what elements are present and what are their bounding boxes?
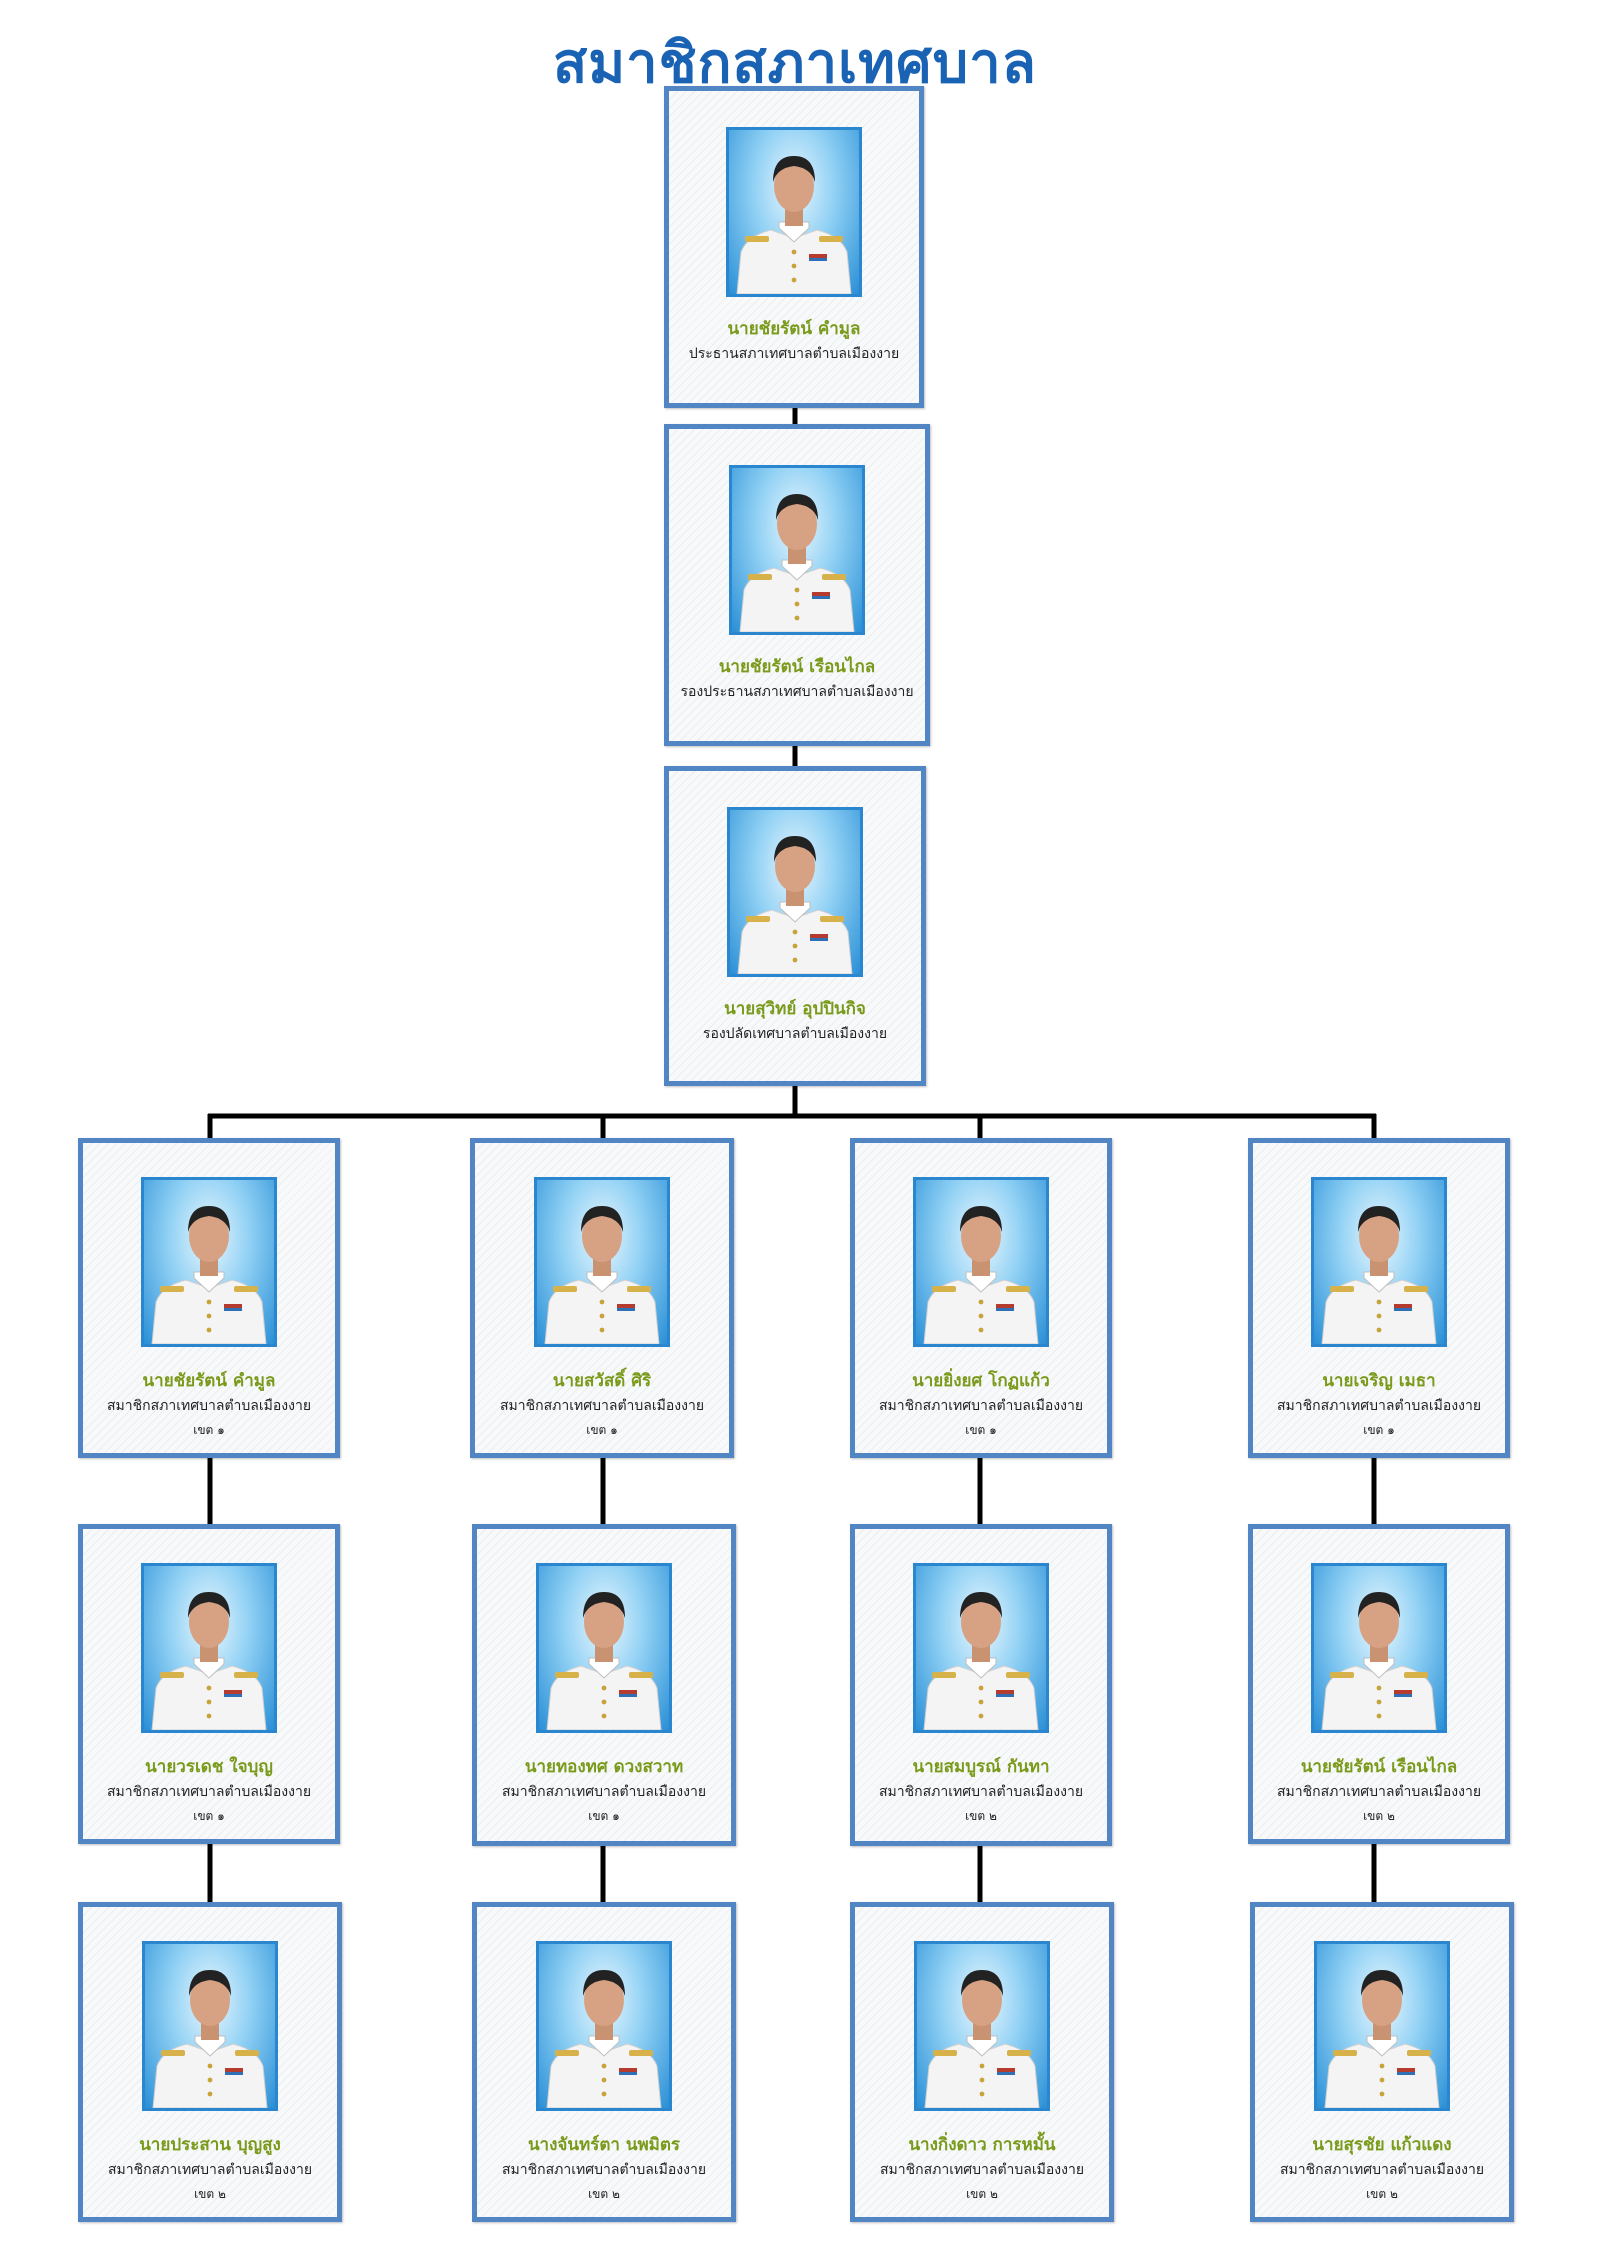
member-role: รองประธานสภาเทศบาลตำบลเมืองงาย <box>680 684 914 700</box>
portrait-silhouette <box>151 1592 267 1730</box>
member-zone: เขต ๑ <box>1363 1423 1395 1437</box>
member-zone: เขต ๑ <box>193 1423 225 1437</box>
portrait-silhouette <box>1324 1970 1440 2108</box>
member-zone: เขต ๒ <box>588 2187 620 2201</box>
portrait-silhouette <box>1321 1206 1437 1344</box>
portrait-photo <box>1311 1563 1447 1733</box>
member-role: สมาชิกสภาเทศบาลตำบลเมืองงาย <box>878 1784 1084 1800</box>
member-role: ประธานสภาเทศบาลตำบลเมืองงาย <box>688 346 900 362</box>
member-card: นายทองทศ ดวงสวาท สมาชิกสภาเทศบาลตำบลเมือ… <box>472 1524 736 1846</box>
portrait-photo <box>141 1177 277 1347</box>
portrait-photo <box>141 1563 277 1733</box>
member-name: นายสมบูรณ์ กันทา <box>912 1757 1050 1777</box>
portrait-silhouette <box>736 156 852 294</box>
portrait-photo <box>729 465 865 635</box>
portrait-photo <box>536 1563 672 1733</box>
member-zone: เขต ๑ <box>586 1423 618 1437</box>
member-card: นายสุรชัย แก้วแดง สมาชิกสภาเทศบาลตำบลเมื… <box>1250 1902 1514 2222</box>
member-name: นายสุรชัย แก้วแดง <box>1312 2135 1452 2155</box>
member-name: นายทองทศ ดวงสวาท <box>524 1757 684 1777</box>
portrait-photo <box>914 1941 1050 2111</box>
portrait-photo <box>142 1941 278 2111</box>
member-zone: เขต ๒ <box>1366 2187 1398 2201</box>
portrait-silhouette <box>546 1970 662 2108</box>
portrait-silhouette <box>737 836 853 974</box>
portrait-silhouette <box>151 1206 267 1344</box>
member-card: นายสมบูรณ์ กันทา สมาชิกสภาเทศบาลตำบลเมือ… <box>850 1524 1112 1846</box>
member-name: นายยิ่งยศ โกฏแก้ว <box>912 1371 1050 1391</box>
portrait-photo <box>1314 1941 1450 2111</box>
member-card: นางกิ่งดาว การหมั้น สมาชิกสภาเทศบาลตำบลเ… <box>850 1902 1114 2222</box>
portrait-silhouette <box>924 1970 1040 2108</box>
member-card: นายเจริญ เมธา สมาชิกสภาเทศบาลตำบลเมืองงา… <box>1248 1138 1510 1458</box>
member-name: นางกิ่งดาว การหมั้น <box>908 2135 1056 2155</box>
leader-card-vice-president: นายชัยรัตน์ เรือนไกล รองประธานสภาเทศบาลต… <box>664 424 930 746</box>
member-name: นายชัยรัตน์ เรือนไกล <box>718 657 876 677</box>
member-card: นายประสาน บุญสูง สมาชิกสภาเทศบาลตำบลเมือ… <box>78 1902 342 2222</box>
member-role: สมาชิกสภาเทศบาลตำบลเมืองงาย <box>1279 2162 1485 2178</box>
portrait-photo <box>727 807 863 977</box>
member-role: รองปลัดเทศบาลตำบลเมืองงาย <box>702 1026 888 1042</box>
leader-card-president: นายชัยรัตน์ คำมูล ประธานสภาเทศบาลตำบลเมื… <box>664 86 924 408</box>
member-role: สมาชิกสภาเทศบาลตำบลเมืองงาย <box>1276 1784 1482 1800</box>
member-role: สมาชิกสภาเทศบาลตำบลเมืองงาย <box>878 1398 1084 1414</box>
member-name: นายชัยรัตน์ เรือนไกล <box>1300 1757 1458 1777</box>
portrait-photo <box>726 127 862 297</box>
page-title: สมาชิกสภาเทศบาล <box>553 30 1037 96</box>
portrait-silhouette <box>1321 1592 1437 1730</box>
portrait-photo <box>913 1177 1049 1347</box>
portrait-silhouette <box>544 1206 660 1344</box>
portrait-silhouette <box>152 1970 268 2108</box>
member-role: สมาชิกสภาเทศบาลตำบลเมืองงาย <box>106 1398 312 1414</box>
member-name: นายประสาน บุญสูง <box>139 2135 281 2155</box>
portrait-silhouette <box>923 1592 1039 1730</box>
leader-card-deputy-clerk: นายสุวิทย์ อุปปินกิจ รองปลัดเทศบาลตำบลเม… <box>664 766 926 1086</box>
member-card: นายชัยรัตน์ เรือนไกล สมาชิกสภาเทศบาลตำบล… <box>1248 1524 1510 1844</box>
portrait-photo <box>536 1941 672 2111</box>
member-zone: เขต ๑ <box>588 1809 620 1823</box>
member-card: นายสวัสดิ์ ศิริ สมาชิกสภาเทศบาลตำบลเมือง… <box>470 1138 734 1458</box>
portrait-photo <box>913 1563 1049 1733</box>
member-name: นายสุวิทย์ อุปปินกิจ <box>724 999 866 1019</box>
portrait-photo <box>1311 1177 1447 1347</box>
member-name: นายชัยรัตน์ คำมูล <box>727 319 861 339</box>
member-zone: เขต ๑ <box>965 1423 997 1437</box>
member-role: สมาชิกสภาเทศบาลตำบลเมืองงาย <box>1276 1398 1482 1414</box>
member-card: นายยิ่งยศ โกฏแก้ว สมาชิกสภาเทศบาลตำบลเมื… <box>850 1138 1112 1458</box>
member-name: นางจันทร์ตา นพมิตร <box>527 2135 681 2155</box>
member-card: นางจันทร์ตา นพมิตร สมาชิกสภาเทศบาลตำบลเม… <box>472 1902 736 2222</box>
portrait-silhouette <box>923 1206 1039 1344</box>
portrait-photo <box>534 1177 670 1347</box>
member-name: นายสวัสดิ์ ศิริ <box>552 1371 652 1391</box>
member-card: นายชัยรัตน์ คำมูล สมาชิกสภาเทศบาลตำบลเมื… <box>78 1138 340 1458</box>
member-zone: เขต ๒ <box>194 2187 226 2201</box>
member-zone: เขต ๒ <box>965 1809 997 1823</box>
member-name: นายวรเดช ใจบุญ <box>145 1757 273 1777</box>
member-role: สมาชิกสภาเทศบาลตำบลเมืองงาย <box>501 1784 707 1800</box>
member-name: นายชัยรัตน์ คำมูล <box>142 1371 276 1391</box>
member-zone: เขต ๒ <box>1363 1809 1395 1823</box>
member-card: นายวรเดช ใจบุญ สมาชิกสภาเทศบาลตำบลเมืองง… <box>78 1524 340 1844</box>
portrait-silhouette <box>739 494 855 632</box>
member-role: สมาชิกสภาเทศบาลตำบลเมืองงาย <box>879 2162 1085 2178</box>
member-zone: เขต ๒ <box>966 2187 998 2201</box>
member-role: สมาชิกสภาเทศบาลตำบลเมืองงาย <box>106 1784 312 1800</box>
portrait-silhouette <box>546 1592 662 1730</box>
member-name: นายเจริญ เมธา <box>1322 1371 1436 1391</box>
member-role: สมาชิกสภาเทศบาลตำบลเมืองงาย <box>501 2162 707 2178</box>
member-role: สมาชิกสภาเทศบาลตำบลเมืองงาย <box>499 1398 705 1414</box>
member-role: สมาชิกสภาเทศบาลตำบลเมืองงาย <box>107 2162 313 2178</box>
member-zone: เขต ๑ <box>193 1809 225 1823</box>
